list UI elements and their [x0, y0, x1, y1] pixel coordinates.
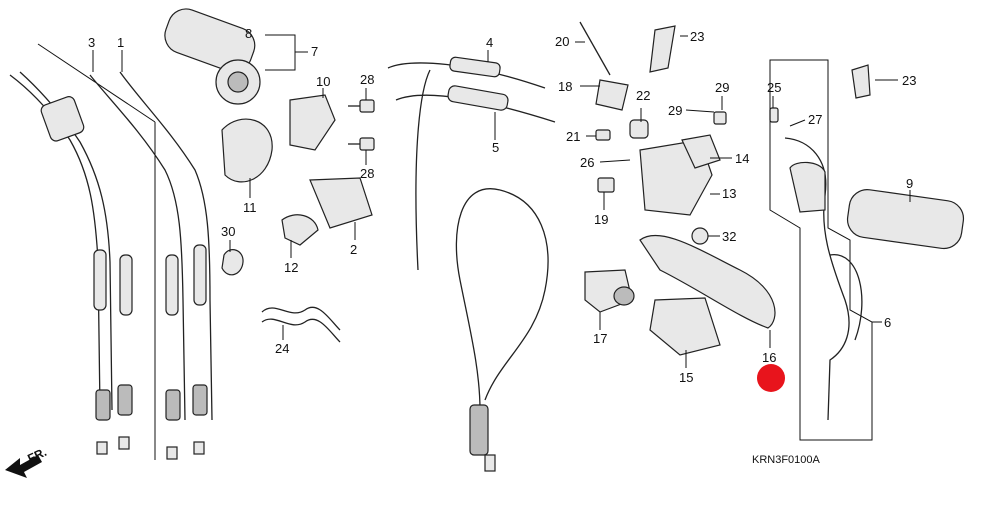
- callout-15: 15: [679, 370, 693, 385]
- drawing-code: KRN3F0100A: [752, 454, 821, 466]
- callout-30: 30: [221, 224, 235, 239]
- cable-clips: [221, 249, 341, 343]
- callout-9: 9: [906, 176, 913, 191]
- leader-lines: [92, 35, 911, 368]
- callout-23a: 23: [690, 29, 704, 44]
- callout-16: 16: [762, 350, 776, 365]
- callout-25: 25: [767, 80, 781, 95]
- callout-7: 7: [311, 44, 318, 59]
- bolt-icons: [348, 21, 779, 151]
- callout-18: 18: [558, 79, 572, 94]
- callout-22: 22: [636, 88, 650, 103]
- callout-29b: 29: [715, 80, 729, 95]
- callout-5: 5: [492, 140, 499, 155]
- callout-1: 1: [117, 35, 124, 50]
- callout-29a: 29: [668, 103, 682, 118]
- callout-20: 20: [555, 34, 569, 49]
- callout-11: 11: [243, 200, 257, 215]
- callout-labels: 3 1 8 7 10 28 28 4 5 11 2 30 12 24 20 23…: [88, 26, 916, 466]
- callout-2: 2: [350, 242, 357, 257]
- callout-12: 12: [284, 260, 298, 275]
- highlight-marker[interactable]: [757, 364, 785, 392]
- callout-19: 19: [594, 212, 608, 227]
- clutch-cable-assembly: [387, 56, 556, 472]
- throttle-cable-assembly: [9, 43, 213, 460]
- callout-21: 21: [566, 129, 580, 144]
- callout-32: 32: [722, 229, 736, 244]
- left-grip-assembly: [164, 8, 373, 246]
- callout-3: 3: [88, 35, 95, 50]
- callout-14: 14: [735, 151, 749, 166]
- callout-10: 10: [316, 74, 330, 89]
- clutch-lever-assembly: [584, 25, 776, 356]
- front-direction-arrow-icon: [5, 455, 42, 478]
- right-grip-assembly: [769, 59, 965, 441]
- callout-24: 24: [275, 341, 289, 356]
- callout-23b: 23: [902, 73, 916, 88]
- callout-4: 4: [486, 35, 493, 50]
- callout-26: 26: [580, 155, 594, 170]
- direction-label: FR.: [25, 445, 48, 466]
- callout-8: 8: [245, 26, 252, 41]
- callout-28b: 28: [360, 166, 374, 181]
- callout-28a: 28: [360, 72, 374, 87]
- callout-13: 13: [722, 186, 736, 201]
- callout-27: 27: [808, 112, 822, 127]
- callout-6: 6: [884, 315, 891, 330]
- callout-17: 17: [593, 331, 607, 346]
